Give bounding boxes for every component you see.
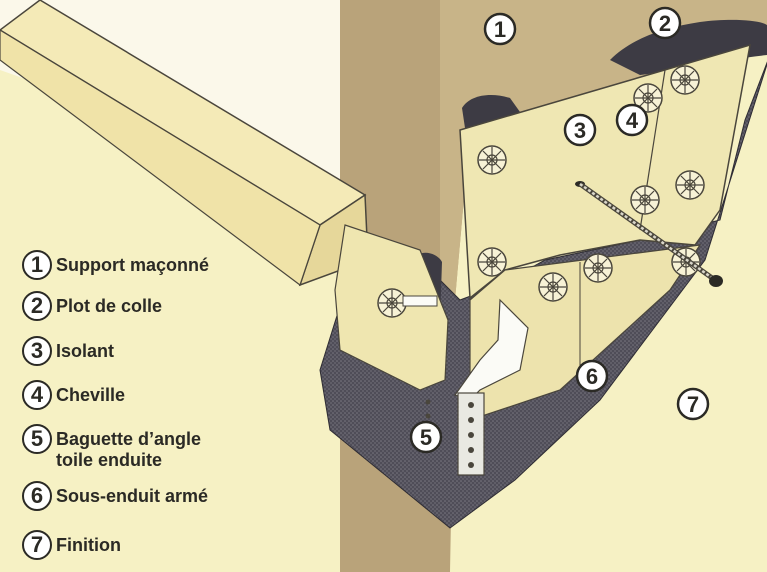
glue-dab-top bbox=[610, 19, 767, 75]
dowel-screw bbox=[575, 181, 723, 287]
legend-badge-6: 6 bbox=[22, 481, 52, 511]
callout-6: 6 bbox=[575, 359, 609, 393]
dowel-left-shaft bbox=[402, 295, 438, 307]
masonry-side-shade bbox=[440, 0, 767, 300]
callout-2: 2 bbox=[648, 6, 682, 40]
legend-badge-2: 2 bbox=[22, 291, 52, 321]
legend-label-5: Baguette d’angle toile enduite bbox=[56, 424, 201, 471]
beam-underside bbox=[0, 29, 321, 286]
callout-6-label: 6 bbox=[586, 364, 598, 389]
legend-label-1: Support maçonné bbox=[56, 255, 210, 275]
legend-item-3: 3 Isolant bbox=[22, 336, 114, 366]
insulation-board-front bbox=[459, 43, 751, 300]
legend-item-6: 6 Sous-enduit armé bbox=[22, 481, 208, 511]
callout-5-label: 5 bbox=[420, 425, 432, 450]
legend-item-7: 7 Finition bbox=[22, 530, 121, 560]
callout-1-label: 1 bbox=[494, 17, 506, 42]
legend-item-2: 2 Plot de colle bbox=[22, 291, 162, 321]
legend-item-1: 1 Support maçonné bbox=[22, 250, 209, 280]
glue-dab-left bbox=[462, 95, 520, 128]
callout-5: 5 bbox=[409, 420, 443, 454]
corner-bead-holes bbox=[425, 399, 474, 468]
legend-badge-1: 1 bbox=[22, 250, 52, 280]
legend-badge-3: 3 bbox=[22, 336, 52, 366]
callout-1: 1 bbox=[483, 12, 517, 46]
legend-label-3: Isolant bbox=[56, 341, 115, 361]
callout-2-label: 2 bbox=[659, 11, 671, 36]
legend-badge-7: 7 bbox=[22, 530, 52, 560]
callout-7-label: 7 bbox=[687, 392, 699, 417]
callout-3-label: 3 bbox=[574, 118, 586, 143]
legend-label-5-line1: Baguette d’angle bbox=[56, 429, 202, 449]
legend-label-7: Finition bbox=[56, 535, 121, 555]
legend-item-4: 4 Cheville bbox=[22, 380, 125, 410]
legend-badge-4: 4 bbox=[22, 380, 52, 410]
legend-label-5-line2: toile enduite bbox=[56, 450, 163, 470]
legend-label-6: Sous-enduit armé bbox=[56, 486, 209, 506]
callout-7: 7 bbox=[676, 387, 710, 421]
insulation-board-lower bbox=[469, 244, 702, 421]
legend-item-5: 5 Baguette d’angle toile enduite bbox=[22, 424, 201, 471]
legend-label-4: Cheville bbox=[56, 385, 126, 405]
callout-4-label: 4 bbox=[626, 108, 639, 133]
callout-4: 4 bbox=[615, 103, 649, 137]
legend-badge-5: 5 bbox=[22, 424, 52, 454]
callout-3: 3 bbox=[563, 113, 597, 147]
legend-label-2: Plot de colle bbox=[56, 296, 163, 316]
